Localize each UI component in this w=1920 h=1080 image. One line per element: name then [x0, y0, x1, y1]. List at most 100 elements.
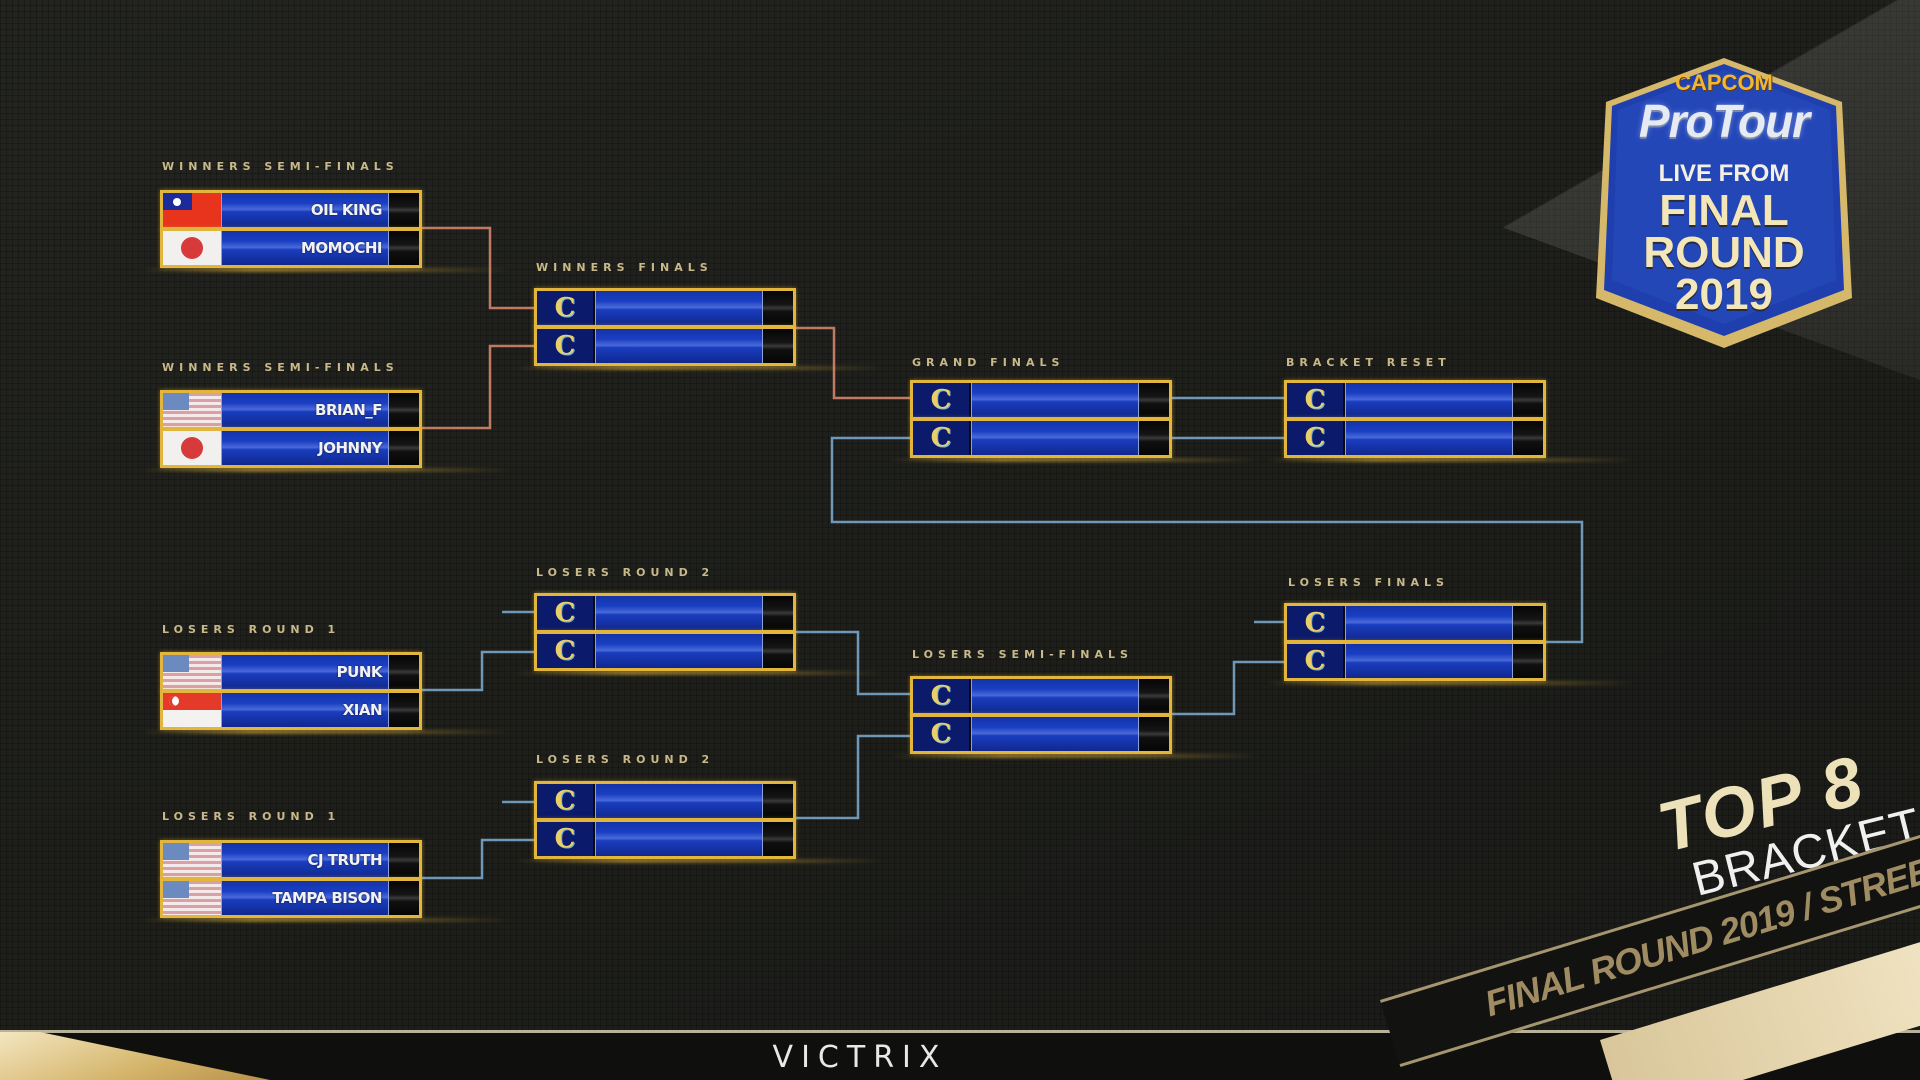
event-year: 2019 — [1675, 270, 1773, 319]
player-slot-empty[interactable]: C — [534, 631, 796, 671]
player-slot[interactable]: PUNK — [160, 652, 422, 692]
match-grand-finals[interactable]: C C — [910, 380, 1172, 458]
player-score — [1513, 644, 1543, 678]
player-name-empty — [971, 421, 1139, 455]
player-slot-empty[interactable]: C — [1284, 641, 1546, 681]
capcom-c-icon: C — [537, 329, 593, 363]
connector-lsf-lf — [1172, 660, 1284, 716]
round-label-bracket-reset: BRACKET RESET — [1286, 356, 1451, 369]
player-slot[interactable]: OIL KING — [160, 190, 422, 230]
player-score — [1513, 421, 1543, 455]
match-winners-semi-finals-2[interactable]: BRIAN_F JOHNNY — [160, 390, 422, 468]
japan-flag-icon — [163, 231, 221, 265]
player-slot-empty[interactable]: C — [534, 593, 796, 633]
player-score — [1139, 679, 1169, 713]
player-score — [763, 784, 793, 818]
player-score — [389, 431, 419, 465]
capcom-pro-tour-logo: CAPCOM ProTour LIVE FROM FINAL ROUND 201… — [1590, 58, 1858, 348]
singapore-flag-icon — [163, 693, 221, 727]
connector-lr1b-lr2b — [422, 838, 534, 880]
connector-ws2-wf — [422, 344, 534, 430]
player-slot[interactable]: XIAN — [160, 690, 422, 730]
player-slot-empty[interactable]: C — [910, 418, 1172, 458]
player-slot-empty[interactable]: C — [534, 326, 796, 366]
match-losers-round-2b[interactable]: C C — [534, 781, 796, 859]
player-score — [1139, 717, 1169, 751]
player-name-empty — [971, 717, 1139, 751]
round-label-winners-finals: WINNERS FINALS — [536, 261, 713, 274]
player-slot-empty[interactable]: C — [1284, 603, 1546, 643]
capcom-c-icon: C — [537, 596, 593, 630]
connector-lr2b-lsf — [796, 734, 912, 820]
player-name: TAMPA BISON — [221, 881, 389, 915]
capcom-c-icon: C — [913, 717, 969, 751]
player-slot[interactable]: JOHNNY — [160, 428, 422, 468]
player-score — [389, 843, 419, 877]
player-slot-empty[interactable]: C — [910, 676, 1172, 716]
player-name-empty — [595, 329, 763, 363]
match-winners-finals[interactable]: C C — [534, 288, 796, 366]
player-name-empty — [1345, 644, 1513, 678]
player-slot[interactable]: MOMOCHI — [160, 228, 422, 268]
usa-flag-icon — [163, 843, 221, 877]
capcom-c-icon: C — [913, 421, 969, 455]
player-slot[interactable]: TAMPA BISON — [160, 878, 422, 918]
player-name-empty — [595, 291, 763, 325]
event-name-line1: FINAL — [1659, 186, 1789, 235]
capcom-c-icon: C — [537, 784, 593, 818]
round-label-losers-round-2a: LOSERS ROUND 2 — [536, 566, 715, 579]
player-score — [389, 693, 419, 727]
player-name: XIAN — [221, 693, 389, 727]
player-name: BRIAN_F — [221, 393, 389, 427]
player-slot[interactable]: BRIAN_F — [160, 390, 422, 430]
player-name-empty — [595, 596, 763, 630]
connector-wf-gf — [796, 326, 912, 400]
match-winners-semi-finals-1[interactable]: OIL KING MOMOCHI — [160, 190, 422, 268]
player-score — [763, 596, 793, 630]
capcom-c-icon: C — [913, 679, 969, 713]
player-score — [1513, 606, 1543, 640]
match-losers-semi-finals[interactable]: C C — [910, 676, 1172, 754]
capcom-c-icon: C — [1287, 383, 1343, 417]
player-name-empty — [1345, 383, 1513, 417]
player-name: JOHNNY — [221, 431, 389, 465]
live-from-text: LIVE FROM — [1658, 160, 1790, 187]
player-name: MOMOCHI — [221, 231, 389, 265]
capcom-c-icon: C — [1287, 421, 1343, 455]
round-label-winners-semi-finals-1: WINNERS SEMI-FINALS — [162, 160, 399, 173]
player-name-empty — [1345, 606, 1513, 640]
capcom-c-icon: C — [537, 822, 593, 856]
player-score — [389, 231, 419, 265]
player-slot-empty[interactable]: C — [910, 714, 1172, 754]
player-slot-empty[interactable]: C — [534, 819, 796, 859]
round-label-losers-round-1b: LOSERS ROUND 1 — [162, 810, 341, 823]
player-name-empty — [595, 784, 763, 818]
usa-flag-icon — [163, 393, 221, 427]
match-losers-round-1a[interactable]: PUNK XIAN — [160, 652, 422, 730]
player-score — [763, 329, 793, 363]
capcom-wordmark: CAPCOM — [1675, 70, 1773, 95]
player-slot-empty[interactable]: C — [534, 781, 796, 821]
player-score — [389, 655, 419, 689]
player-slot[interactable]: CJ TRUTH — [160, 840, 422, 880]
player-slot-empty[interactable]: C — [910, 380, 1172, 420]
connector-lr1a-lr2a — [422, 650, 534, 692]
match-losers-round-2a[interactable]: C C — [534, 593, 796, 671]
usa-flag-icon — [163, 881, 221, 915]
player-slot-empty[interactable]: C — [1284, 418, 1546, 458]
player-slot-empty[interactable]: C — [1284, 380, 1546, 420]
match-bracket-reset[interactable]: C C — [1284, 380, 1546, 458]
match-losers-round-1b[interactable]: CJ TRUTH TAMPA BISON — [160, 840, 422, 918]
round-label-losers-round-1a: LOSERS ROUND 1 — [162, 623, 341, 636]
player-score — [389, 881, 419, 915]
match-losers-finals[interactable]: C C — [1284, 603, 1546, 681]
player-score — [1139, 383, 1169, 417]
player-score — [763, 634, 793, 668]
player-score — [1513, 383, 1543, 417]
player-name-empty — [971, 679, 1139, 713]
player-slot-empty[interactable]: C — [534, 288, 796, 328]
round-label-grand-finals: GRAND FINALS — [912, 356, 1065, 369]
connector-lf-gf — [830, 436, 1584, 644]
connector-lr2a-lsf — [796, 630, 912, 696]
